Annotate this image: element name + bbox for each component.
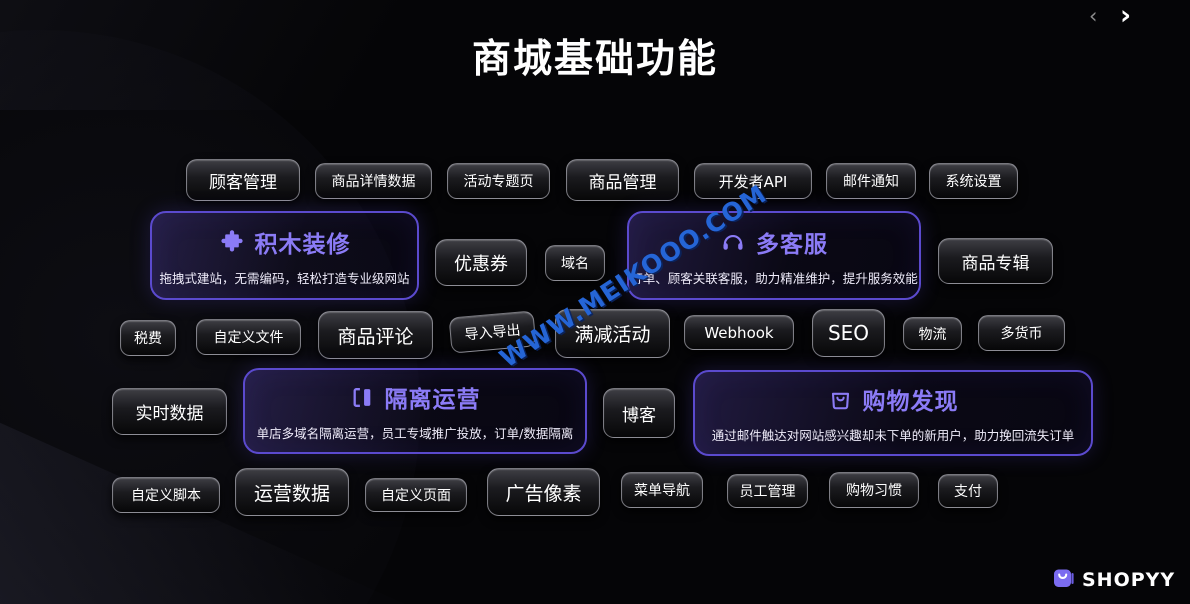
tag-system-settings: 系统设置 [929,163,1018,199]
tag-webhook: Webhook [684,315,794,350]
tag-staff-mgmt: 员工管理 [727,474,808,508]
card-block-builder-title: 积木装修 [254,231,351,258]
card-isolated-ops-title: 隔离运营 [384,387,481,413]
tag-product-reviews: 商品评论 [318,311,433,359]
tag-ad-pixel: 广告像素 [487,468,600,516]
tag-product-mgmt: 商品管理 [566,159,679,201]
card-multi-service-desc: 订单、顾客关联客服，助力精准维护，提升服务效能 [630,270,918,286]
tag-payment: 支付 [938,474,998,508]
tag-customer-mgmt: 顾客管理 [186,159,300,201]
background-top-decoration [0,0,520,110]
tag-realtime-data: 实时数据 [112,388,227,435]
tag-email-notice: 邮件通知 [826,163,916,199]
chevron-right-icon[interactable]: › [1120,0,1132,31]
card-multi-service: 多客服 订单、顾客关联客服，助力精准维护，提升服务效能 [627,211,921,300]
puzzle-icon [219,229,245,255]
tag-logistics: 物流 [903,317,962,350]
page-title: 商城基础功能 [471,37,718,82]
tag-product-collection: 商品专辑 [938,238,1053,284]
tag-custom-script: 自定义脚本 [112,477,220,513]
tag-shopping-habits: 购物习惯 [829,472,919,508]
shopping-bag-icon [828,387,853,412]
tag-menu-nav: 菜单导航 [621,472,703,508]
card-shopping-discovery-desc: 通过邮件触达对网站感兴趣却未下单的新用户，助力挽回流失订单 [711,428,1075,443]
columns-icon [350,385,375,410]
tag-blog: 博客 [603,388,675,438]
headset-icon [720,229,746,255]
card-block-builder: 积木装修 拖拽式建站，无需编码，轻松打造专业级网站 [150,211,419,300]
tag-seo: SEO [812,309,885,357]
tag-coupon: 优惠券 [435,239,527,286]
tag-operation-data: 运营数据 [235,468,349,516]
shopping-bag-logo-icon [1051,566,1075,594]
card-isolated-ops-desc: 单店多域名隔离运营，员工专域推广投放，订单/数据隔离 [256,426,574,441]
brand-logo: SHOPYY [1051,566,1175,594]
chevron-left-icon[interactable]: ‹ [1089,4,1098,28]
tag-tax: 税费 [120,320,176,356]
tag-developer-api: 开发者API [694,163,812,199]
tag-discount-campaign: 满减活动 [555,309,670,358]
card-block-builder-desc: 拖拽式建站，无需编码，轻松打造专业级网站 [159,270,410,286]
card-shopping-discovery-title: 购物发现 [862,389,959,415]
tag-custom-pages: 自定义页面 [365,478,467,512]
card-shopping-discovery: 购物发现 通过邮件触达对网站感兴趣却未下单的新用户，助力挽回流失订单 [693,370,1093,456]
tag-custom-files: 自定义文件 [196,319,301,355]
tag-product-detail-data: 商品详情数据 [315,163,432,199]
tag-domain: 域名 [545,245,605,281]
card-multi-service-title: 多客服 [756,231,828,258]
tag-multi-currency: 多货币 [978,315,1065,351]
card-isolated-ops: 隔离运营 单店多域名隔离运营，员工专域推广投放，订单/数据隔离 [243,368,587,454]
brand-name: SHOPYY [1082,569,1176,591]
tag-campaign-pages: 活动专题页 [447,163,550,199]
